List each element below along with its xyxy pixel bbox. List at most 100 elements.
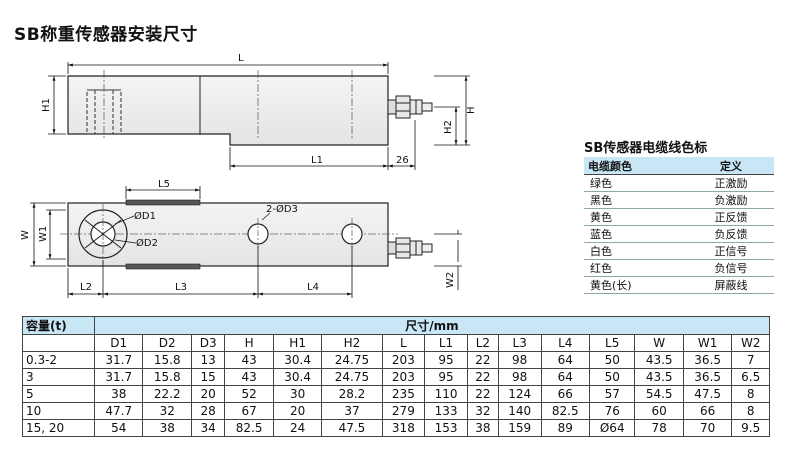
column-header: D1 <box>93 334 144 352</box>
capacity-cell: 5 <box>22 385 95 403</box>
column-header: D2 <box>142 334 192 352</box>
dimension-cell: 153 <box>424 419 468 437</box>
dimension-cell: 66 <box>682 402 733 420</box>
dimension-cell: 30.4 <box>272 351 323 369</box>
dimension-cell: 89 <box>540 419 591 437</box>
dim-D2-label: ØD2 <box>136 237 158 249</box>
column-header: W2 <box>731 334 770 352</box>
dimension-cell: 47.5 <box>682 385 733 403</box>
dimension-cell: 31.7 <box>93 351 144 369</box>
dimension-cell: 50 <box>588 368 636 386</box>
dimension-cell: 82.5 <box>224 419 274 437</box>
wire-definition-cell: 负反馈 <box>688 225 774 243</box>
cable-connector-side <box>387 95 433 119</box>
column-header: L3 <box>497 334 542 352</box>
dimension-cell: 235 <box>381 385 426 403</box>
dimension-cell: 8 <box>731 385 770 403</box>
dimension-cell: 140 <box>497 402 542 420</box>
dimension-cell: Ø64 <box>588 419 636 437</box>
wire-color-cell: 黄色(长) <box>584 276 688 294</box>
column-header: H1 <box>272 334 323 352</box>
dimension-cell: 36.5 <box>682 368 733 386</box>
dimension-cell: 9.5 <box>731 419 770 437</box>
dim-26-label: 26 <box>396 155 409 166</box>
dimension-cell: 20 <box>190 385 226 403</box>
dimension-cell: 279 <box>381 402 426 420</box>
wire-row: 黑色负激励 <box>584 191 774 209</box>
wire-row: 黄色(长)屏蔽线 <box>584 276 774 294</box>
dimension-cell: 30 <box>272 385 323 403</box>
wire-color-cell: 红色 <box>584 259 688 277</box>
capacity-blank <box>22 334 95 352</box>
mounting-hole-d1 <box>78 204 128 264</box>
wire-header-color: 电缆颜色 <box>584 157 688 175</box>
dim-W-label: W <box>20 230 31 240</box>
dim-L5-label: L5 <box>158 179 170 190</box>
cable-connector-top <box>387 237 433 259</box>
wire-definition-cell: 负激励 <box>688 191 774 209</box>
dimension-cell: 22 <box>466 351 499 369</box>
dimension-cell: 203 <box>381 368 426 386</box>
dim-L1-label: L1 <box>311 155 323 166</box>
dimension-cell: 67 <box>224 402 274 420</box>
dimension-cell: 38 <box>142 419 192 437</box>
dim-L2-label: L2 <box>80 282 92 293</box>
dimension-cell: 95 <box>424 351 468 369</box>
wire-color-cell: 黄色 <box>584 208 688 226</box>
dimension-cell: 203 <box>381 351 426 369</box>
dimension-cell: 60 <box>634 402 684 420</box>
page-title: SB称重传感器安装尺寸 <box>14 25 198 45</box>
capacity-cell: 10 <box>22 402 95 420</box>
wire-color-cell: 蓝色 <box>584 225 688 243</box>
column-header: W1 <box>682 334 733 352</box>
wire-row: 黄色正反馈 <box>584 208 774 226</box>
wire-color-cell: 黑色 <box>584 191 688 209</box>
dimension-cell: 22 <box>466 368 499 386</box>
dimension-cell: 318 <box>381 419 426 437</box>
dim-L-label: L <box>238 53 244 64</box>
dim-H1-label: H1 <box>41 98 52 112</box>
dimension-cell: 6.5 <box>731 368 770 386</box>
dimension-cell: 31.7 <box>93 368 144 386</box>
dimension-cell: 15.8 <box>142 351 192 369</box>
column-header: L2 <box>466 334 499 352</box>
size-header: 尺寸/mm <box>94 316 770 335</box>
dimension-cell: 57 <box>588 385 636 403</box>
dimension-cell: 38 <box>466 419 499 437</box>
dimension-cell: 32 <box>466 402 499 420</box>
dimension-cell: 13 <box>190 351 226 369</box>
dimension-cell: 52 <box>224 385 274 403</box>
dimension-cell: 133 <box>424 402 468 420</box>
dimension-cell: 98 <box>497 351 542 369</box>
dimension-cell: 32 <box>142 402 192 420</box>
dim-H2-label: H2 <box>443 120 454 134</box>
dim-H-label: H <box>466 106 477 114</box>
dimension-cell: 22 <box>466 385 499 403</box>
wire-header-definition: 定义 <box>688 157 774 175</box>
dimension-cell: 47.5 <box>321 419 383 437</box>
wire-definition-cell: 正激励 <box>688 174 774 192</box>
dimension-cell: 15 <box>190 368 226 386</box>
dimension-cell: 28 <box>190 402 226 420</box>
wire-definition-cell: 正反馈 <box>688 208 774 226</box>
column-header: H <box>224 334 274 352</box>
column-header: D3 <box>190 334 226 352</box>
dimension-cell: 28.2 <box>321 385 383 403</box>
dimension-cell: 66 <box>540 385 591 403</box>
dim-D1-label: ØD1 <box>134 210 156 222</box>
wire-row: 红色负信号 <box>584 259 774 277</box>
wire-definition-cell: 负信号 <box>688 259 774 277</box>
dimension-cell: 24.75 <box>321 351 383 369</box>
dimension-cell: 43 <box>224 351 274 369</box>
capacity-header: 容量(t) <box>22 316 95 335</box>
wire-definition-cell: 正信号 <box>688 242 774 260</box>
side-view: L H1 H H2 L1 26 <box>41 53 477 170</box>
dimension-cell: 36.5 <box>682 351 733 369</box>
dimension-cell: 47.7 <box>93 402 144 420</box>
wire-color-table: 电缆颜色 定义 绿色正激励黑色负激励黄色正反馈蓝色负反馈白色正信号红色负信号黄色… <box>584 157 774 294</box>
top-view: 2-ØD3 ØD1 ØD2 L5 W W1 <box>20 179 462 298</box>
